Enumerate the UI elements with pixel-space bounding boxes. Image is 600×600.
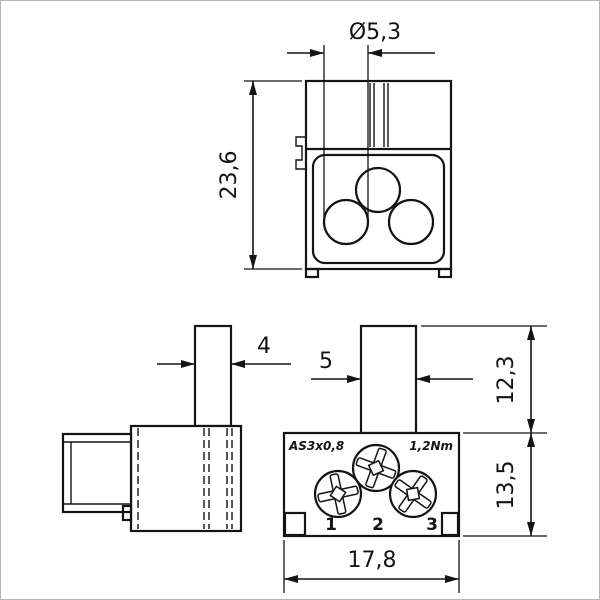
arrowhead-icon xyxy=(416,375,430,383)
dim-label-diameter: Ø5,3 xyxy=(349,20,401,45)
mount-foot-right xyxy=(440,511,460,537)
dim-stem-front: 5 xyxy=(311,349,473,383)
marking-text-left: AS3x0,8 xyxy=(288,439,344,453)
mount-foot-left xyxy=(283,511,307,537)
dim-lower-right: 13,5 xyxy=(463,433,547,537)
arrowhead-icon xyxy=(249,255,257,269)
phillips-cross-icon xyxy=(317,473,359,515)
side-latch-hook xyxy=(295,136,306,170)
terminal-number-1: 1 xyxy=(325,515,337,535)
arrowhead-icon xyxy=(527,419,535,433)
arrowhead-icon xyxy=(347,375,361,383)
arrowhead-icon xyxy=(527,433,535,447)
terminal-hole-right xyxy=(387,198,435,246)
dim-label-height: 23,6 xyxy=(217,151,242,200)
dim-label-stem-side: 4 xyxy=(257,334,271,359)
screw-terminal-right xyxy=(388,469,438,519)
arrowhead-icon xyxy=(445,575,459,583)
terminal-recess-outline xyxy=(311,153,446,265)
front-view: AS3x0,8 1,2Nm xyxy=(282,324,461,538)
dim-width: 17,8 xyxy=(283,540,460,593)
side-view-socket xyxy=(61,432,133,514)
top-view xyxy=(295,79,453,279)
terminal-hole-top xyxy=(354,166,402,214)
terminal-number-3: 3 xyxy=(426,515,438,535)
terminal-hole-left xyxy=(322,198,370,246)
arrowhead-icon xyxy=(249,81,257,95)
dim-height: 23,6 xyxy=(217,80,302,270)
terminal-number-2: 2 xyxy=(372,515,384,535)
dim-label-lower-height: 13,5 xyxy=(494,461,519,510)
dim-diameter: Ø5,3 xyxy=(287,20,435,221)
arrowhead-icon xyxy=(310,49,324,57)
dim-label-upper-height: 12,3 xyxy=(494,356,519,405)
dim-label-stem-front: 5 xyxy=(319,349,333,374)
marking-text-right: 1,2Nm xyxy=(409,439,453,453)
arrowhead-icon xyxy=(284,575,298,583)
foot-tab-right xyxy=(437,267,453,279)
latch-detail xyxy=(121,504,133,522)
front-view-stem xyxy=(359,324,418,435)
dim-upper-right: 12,3 xyxy=(421,325,547,434)
phillips-cross-icon xyxy=(355,447,397,489)
screw-terminal-top xyxy=(351,443,401,493)
arrowhead-icon xyxy=(181,360,195,368)
side-view-body xyxy=(129,424,243,533)
side-view-stem xyxy=(193,324,233,428)
screw-terminal-left xyxy=(313,469,363,519)
arrowhead-icon xyxy=(368,49,382,57)
dim-stem-side: 4 xyxy=(157,334,291,368)
phillips-cross-icon xyxy=(394,475,432,513)
side-view xyxy=(61,324,243,533)
arrowhead-icon xyxy=(527,326,535,340)
arrowhead-icon xyxy=(231,360,245,368)
foot-tab-left xyxy=(304,267,320,279)
arrowhead-icon xyxy=(527,522,535,536)
dim-label-width: 17,8 xyxy=(348,548,397,573)
